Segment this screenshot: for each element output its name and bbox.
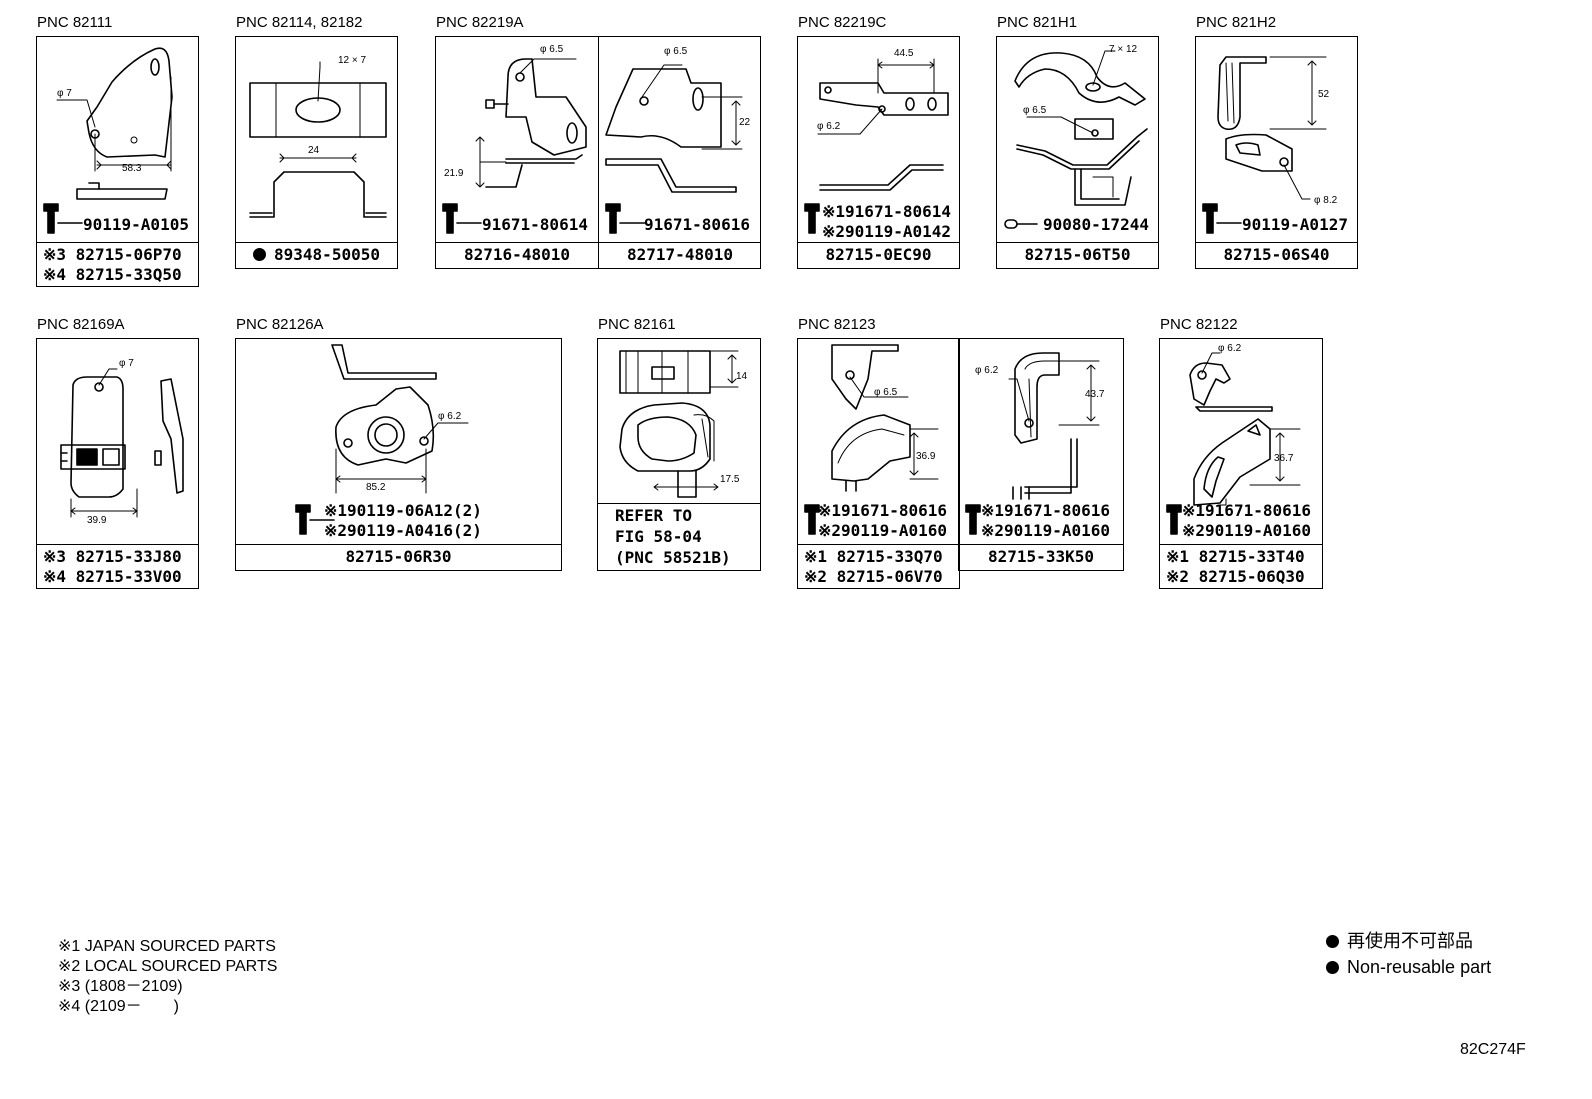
non-reusable-dot-icon <box>1326 935 1339 948</box>
figure-code: 82C274F <box>1460 1041 1526 1058</box>
part-number: ※4 82715-33Q50 <box>43 265 182 284</box>
bolt-part-number: ※191671-80616 <box>1182 501 1311 520</box>
part-number: ※3 82715-33J80 <box>43 547 182 566</box>
footnote: ※1 JAPAN SOURCED PARTS <box>58 938 276 955</box>
non-reusable-dot-icon <box>253 248 267 261</box>
part-number: 82715-06T50 <box>1024 245 1131 264</box>
clamp-drawing <box>249 61 387 218</box>
clip-drawing <box>619 350 739 498</box>
part-box-82123-left: φ 6.5 36.9 ※191671-80616 ※290119-A0160 ※… <box>797 338 960 589</box>
reference-note: REFER TO <box>615 506 693 525</box>
part-number: 82717-48010 <box>627 245 733 264</box>
part-number: 82715-0EC90 <box>825 245 932 264</box>
pnc-label: PNC 82114, 82182 <box>236 14 363 31</box>
bracket-drawing <box>60 368 184 518</box>
bolt-part-number: ※290119-A0416(2) <box>324 521 482 540</box>
bracket-drawing <box>965 352 1100 535</box>
bolt-part-number: ※290119-A0160 <box>1182 521 1311 540</box>
part-number: 82715-33K50 <box>988 547 1094 566</box>
bolt-part-number: ※191671-80616 <box>818 501 947 520</box>
pnc-label: PNC 82219A <box>436 14 524 31</box>
bolt-part-number: 90080-17244 <box>1043 215 1149 234</box>
part-box-82122: φ 6.2 36.7 ※191671-80616 ※290119-A0160 ※… <box>1159 338 1323 589</box>
pnc-label: PNC 82111 <box>37 14 113 31</box>
part-number: 89348-50050 <box>236 245 397 264</box>
part-box-82123-right: φ 6.2 43.7 ※191671-80616 ※290119-A0160 8… <box>958 338 1124 571</box>
bracket-drawing <box>295 344 469 535</box>
bolt-part-number: ※191671-80616 <box>981 501 1110 520</box>
part-box-82169a: φ 7 39.9 ※3 82715-33J80 ※4 82715-33V00 <box>36 338 199 589</box>
bolt-part-number: 90119-A0127 <box>1242 215 1348 234</box>
part-number: ※2 82715-06V70 <box>804 567 943 586</box>
pnc-label: PNC 82122 <box>1160 316 1238 333</box>
pnc-label: PNC 82126A <box>236 316 324 333</box>
legend-item: Non-reusable part <box>1326 954 1491 980</box>
bolt-part-number: ※290119-A0160 <box>818 521 947 540</box>
bracket-drawing <box>1004 50 1148 229</box>
bolt-part-number: 91671-80616 <box>644 215 750 234</box>
bolt-part-number: ※290119-A0142 <box>822 222 951 241</box>
part-box-82219a: φ 6.5 21.9 φ 6.5 22 91671-80614 91671-80… <box>435 36 761 269</box>
pnc-label: PNC 821H2 <box>1196 14 1277 31</box>
footnote: ※3 (1808－2109) <box>58 978 183 995</box>
pnc-label: PNC 82219C <box>798 14 887 31</box>
pnc-label: PNC 821H1 <box>997 14 1078 31</box>
part-box-821h1: 7 × 12 φ 6.5 90080-17244 82715-06T50 <box>996 36 1159 269</box>
part-box-82126a: φ 6.2 85.2 ※190119-06A12(2) ※290119-A041… <box>235 338 562 571</box>
part-box-82219c: 44.5 φ 6.2 ※191671-80614 ※290119-A0142 8… <box>797 36 960 269</box>
part-number: ※4 82715-33V00 <box>43 567 182 586</box>
bracket-drawing <box>1202 56 1327 234</box>
part-box-82161: 14 17.5 REFER TO FIG 58-04 (PNC 58521B) <box>597 338 761 571</box>
bolt-part-number: ※190119-06A12(2) <box>324 501 482 520</box>
pnc-label: PNC 82123 <box>798 316 876 333</box>
bolt-part-number: ※290119-A0160 <box>981 521 1110 540</box>
bracket-drawing <box>804 58 949 234</box>
bolt-part-number: ※191671-80614 <box>822 202 951 221</box>
bracket-drawing <box>1166 352 1301 535</box>
bolt-part-number: 91671-80614 <box>482 215 588 234</box>
bracket-drawing <box>43 47 173 234</box>
reference-note: FIG 58-04 <box>615 527 702 546</box>
reference-note: (PNC 58521B) <box>615 548 731 567</box>
part-box-82114: 12 × 7 24 89348-50050 <box>235 36 398 269</box>
pnc-label: PNC 82161 <box>598 316 676 333</box>
part-number: ※3 82715-06P70 <box>43 245 182 264</box>
part-number: ※1 82715-33Q70 <box>804 547 943 566</box>
part-number: ※2 82715-06Q30 <box>1166 567 1305 586</box>
part-box-82111: φ 7 58.3 90119-A0105 ※3 82715-06P70 ※4 8… <box>36 36 199 287</box>
footnotes: ※1 JAPAN SOURCED PARTS ※2 LOCAL SOURCED … <box>58 937 277 1017</box>
bracket-drawing <box>804 344 939 535</box>
part-box-821h2: 52 φ 8.2 90119-A0127 82715-06S40 <box>1195 36 1358 269</box>
part-number: ※1 82715-33T40 <box>1166 547 1305 566</box>
pnc-label: PNC 82169A <box>37 316 125 333</box>
footnote: ※2 LOCAL SOURCED PARTS <box>58 958 278 975</box>
bracket-drawing <box>442 58 743 234</box>
bolt-part-number: 90119-A0105 <box>83 215 189 234</box>
legend: 再使用不可部品 Non-reusable part <box>1326 928 1491 980</box>
part-number: 82715-06S40 <box>1223 245 1330 264</box>
part-number: 82715-06R30 <box>345 547 452 566</box>
part-number: 82716-48010 <box>464 245 570 264</box>
non-reusable-dot-icon <box>1326 961 1339 974</box>
footnote: ※4 (2109－ ) <box>58 998 180 1015</box>
legend-item: 再使用不可部品 <box>1326 928 1491 954</box>
